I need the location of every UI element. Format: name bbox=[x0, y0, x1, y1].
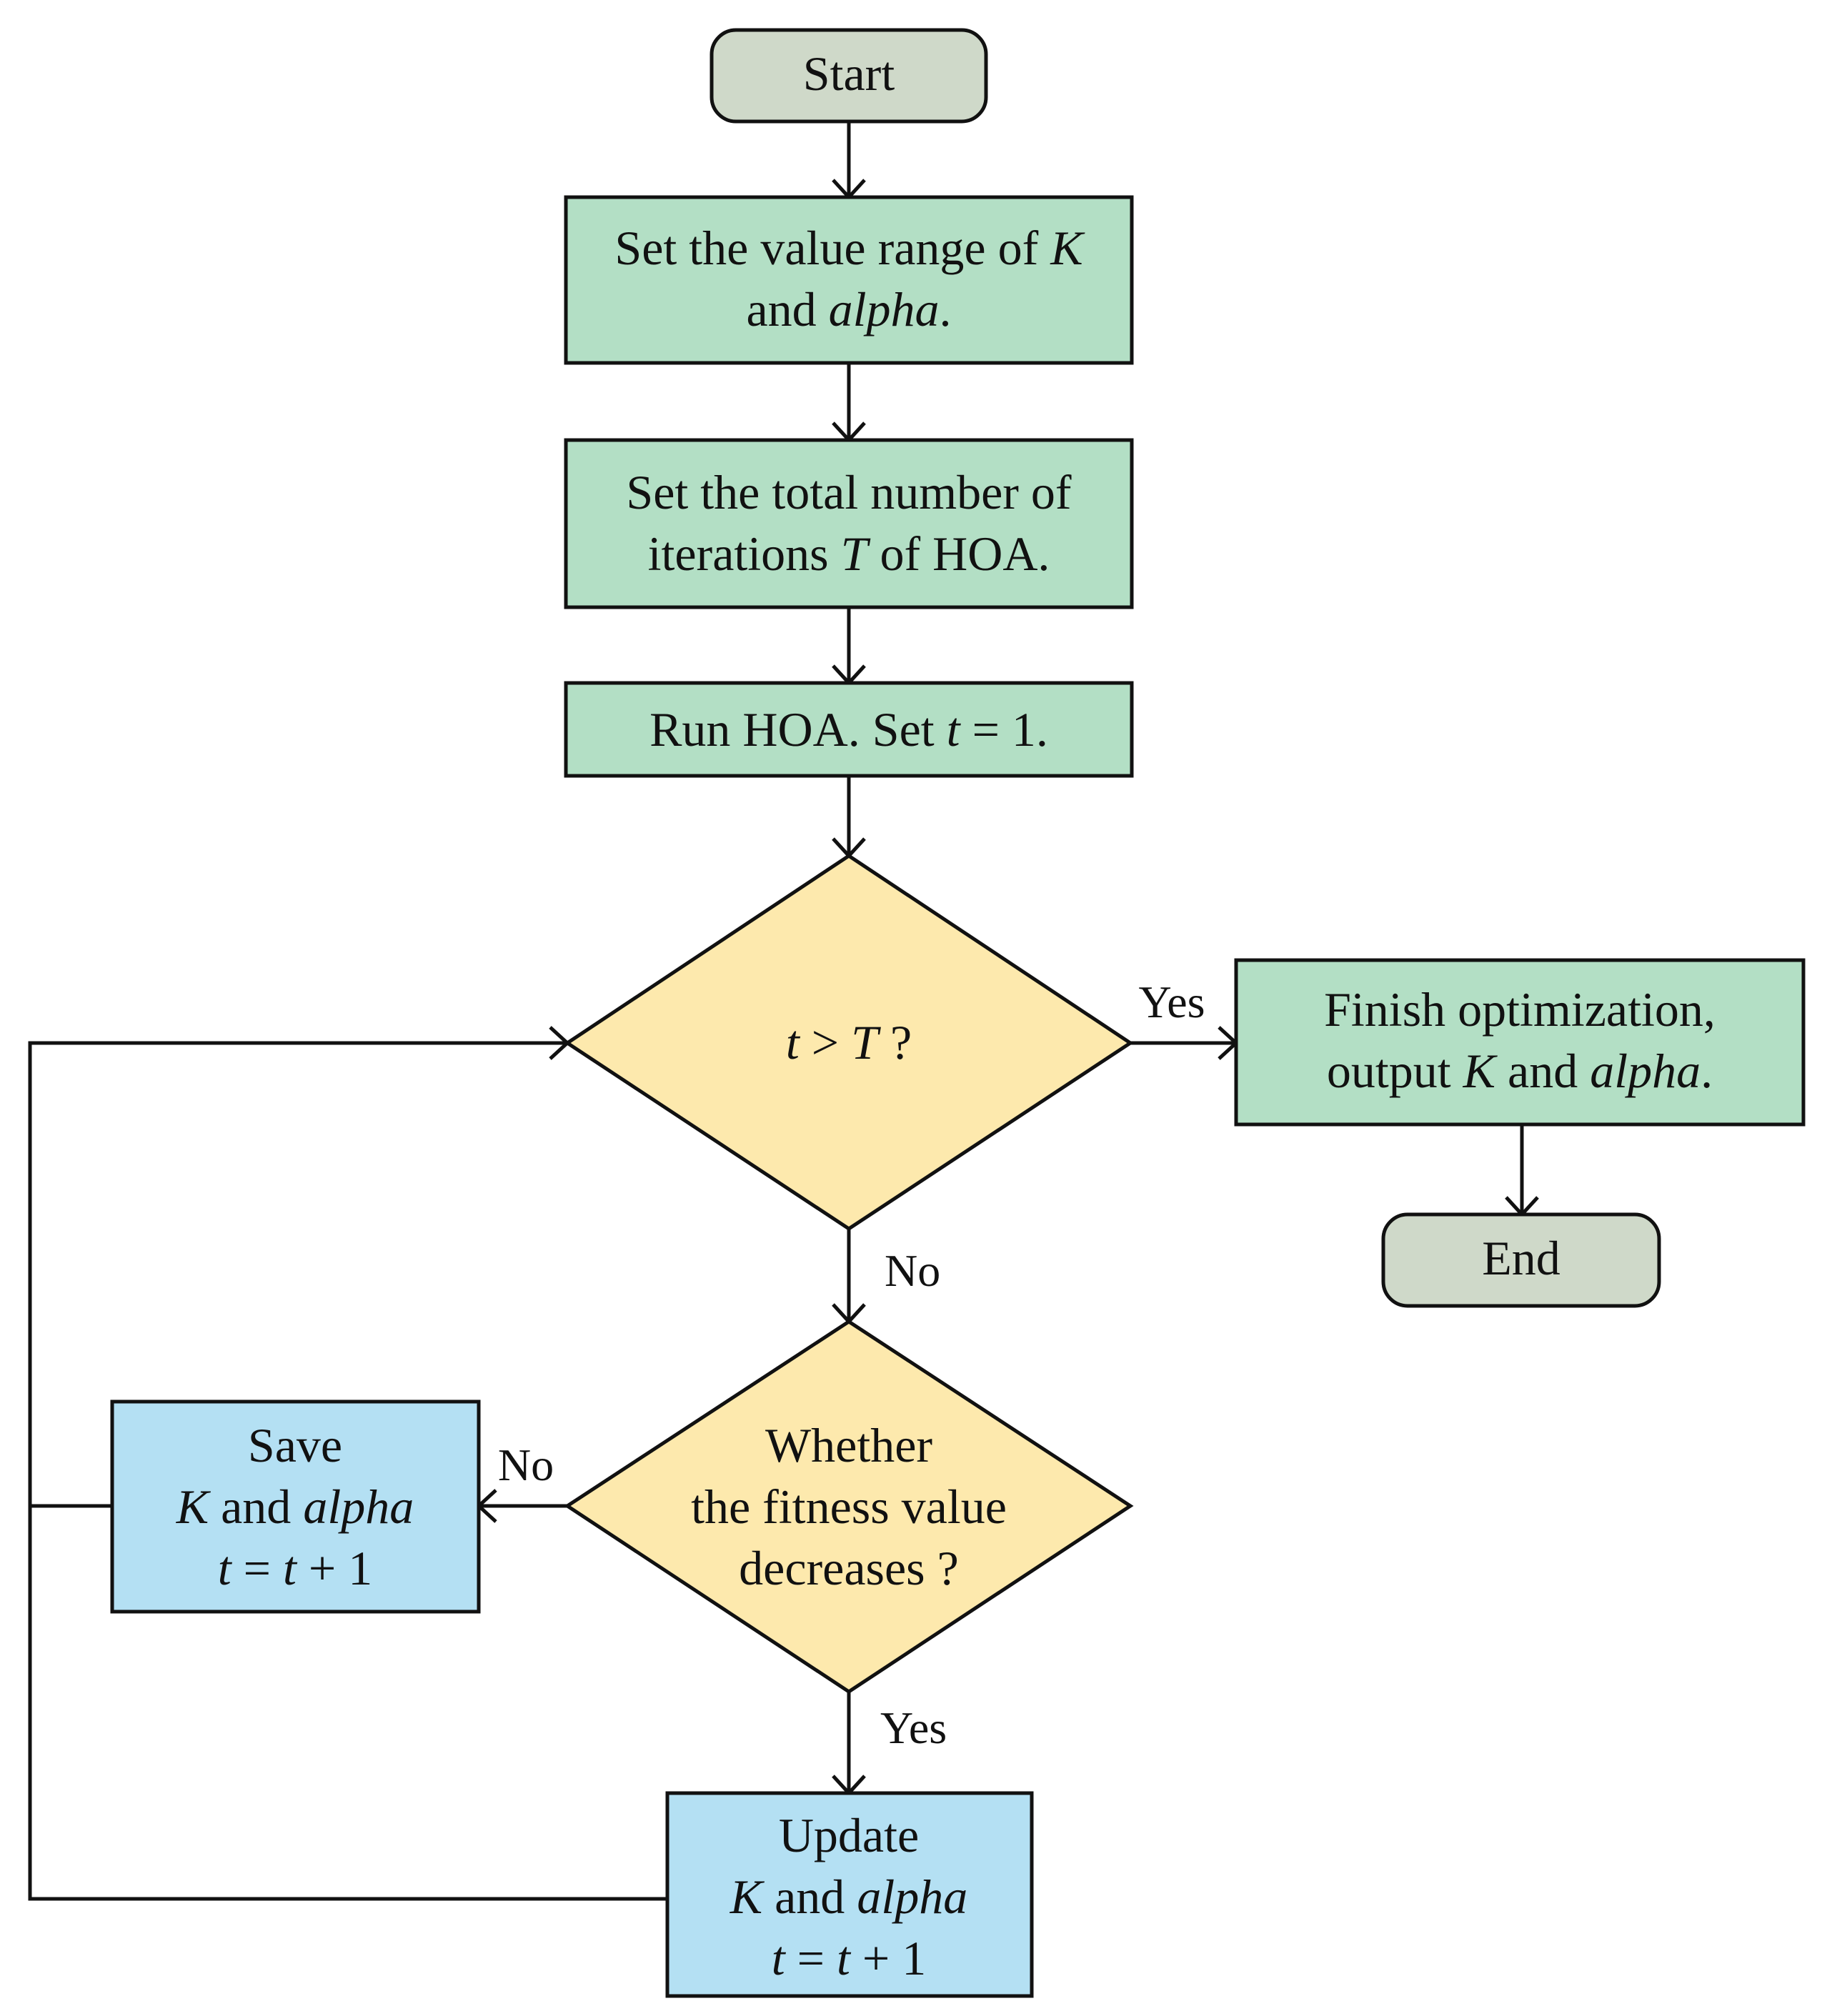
finish-label-line1: Finish optimization, bbox=[1324, 982, 1716, 1037]
run-hoa-process bbox=[564, 681, 1134, 778]
end-terminal bbox=[1381, 1212, 1661, 1308]
nodes bbox=[110, 28, 1806, 1998]
save-action bbox=[110, 1399, 481, 1614]
end-label: End bbox=[1482, 1231, 1560, 1285]
edge-label-yes-finish: Yes bbox=[1138, 977, 1205, 1027]
set-range-label-line1: Set the value range of K bbox=[614, 221, 1085, 275]
start-label: Start bbox=[803, 46, 895, 101]
update-label-line2: K and alpha bbox=[730, 1870, 967, 1924]
save-label-line2: K and alpha bbox=[176, 1479, 414, 1534]
fitness-label-line2: the fitness value bbox=[691, 1479, 1007, 1534]
run-hoa-label: Run HOA. Set t = 1. bbox=[649, 702, 1048, 757]
fitness-decreases-decision bbox=[564, 1319, 1134, 1694]
save-label-line1: Save bbox=[248, 1418, 342, 1472]
edge-update-loop-back bbox=[28, 1041, 667, 1901]
update-label-line1: Update bbox=[779, 1808, 919, 1862]
edge-label-no-save: No bbox=[498, 1439, 554, 1490]
edge-label-no-down: No bbox=[885, 1245, 940, 1296]
update-action bbox=[665, 1791, 1034, 1998]
node-labels: Start Set the value range of K and alpha… bbox=[176, 46, 1716, 1985]
set-range-label-line2: and alpha. bbox=[746, 282, 951, 336]
start-terminal bbox=[710, 28, 988, 124]
finish-process bbox=[1234, 958, 1806, 1127]
connectors bbox=[28, 121, 1524, 1901]
fitness-label-line3: decreases ? bbox=[739, 1541, 959, 1595]
t-greater-T-decision bbox=[564, 853, 1134, 1231]
finish-label-line2: output K and alpha. bbox=[1327, 1044, 1713, 1098]
decision-t-label: t > T ? bbox=[786, 1015, 912, 1069]
save-label-line3: t = t + 1 bbox=[218, 1541, 373, 1595]
edge-labels: Yes No No Yes bbox=[498, 977, 1205, 1753]
edge-label-yes-update: Yes bbox=[880, 1702, 947, 1753]
set-iterations-process bbox=[564, 438, 1134, 609]
fitness-label-line1: Whether bbox=[765, 1418, 932, 1472]
set-iter-label-line1: Set the total number of bbox=[626, 465, 1072, 519]
set-range-process bbox=[564, 195, 1134, 365]
set-iter-label-line2: iterations T of HOA. bbox=[648, 527, 1050, 581]
update-label-line3: t = t + 1 bbox=[772, 1931, 927, 1985]
